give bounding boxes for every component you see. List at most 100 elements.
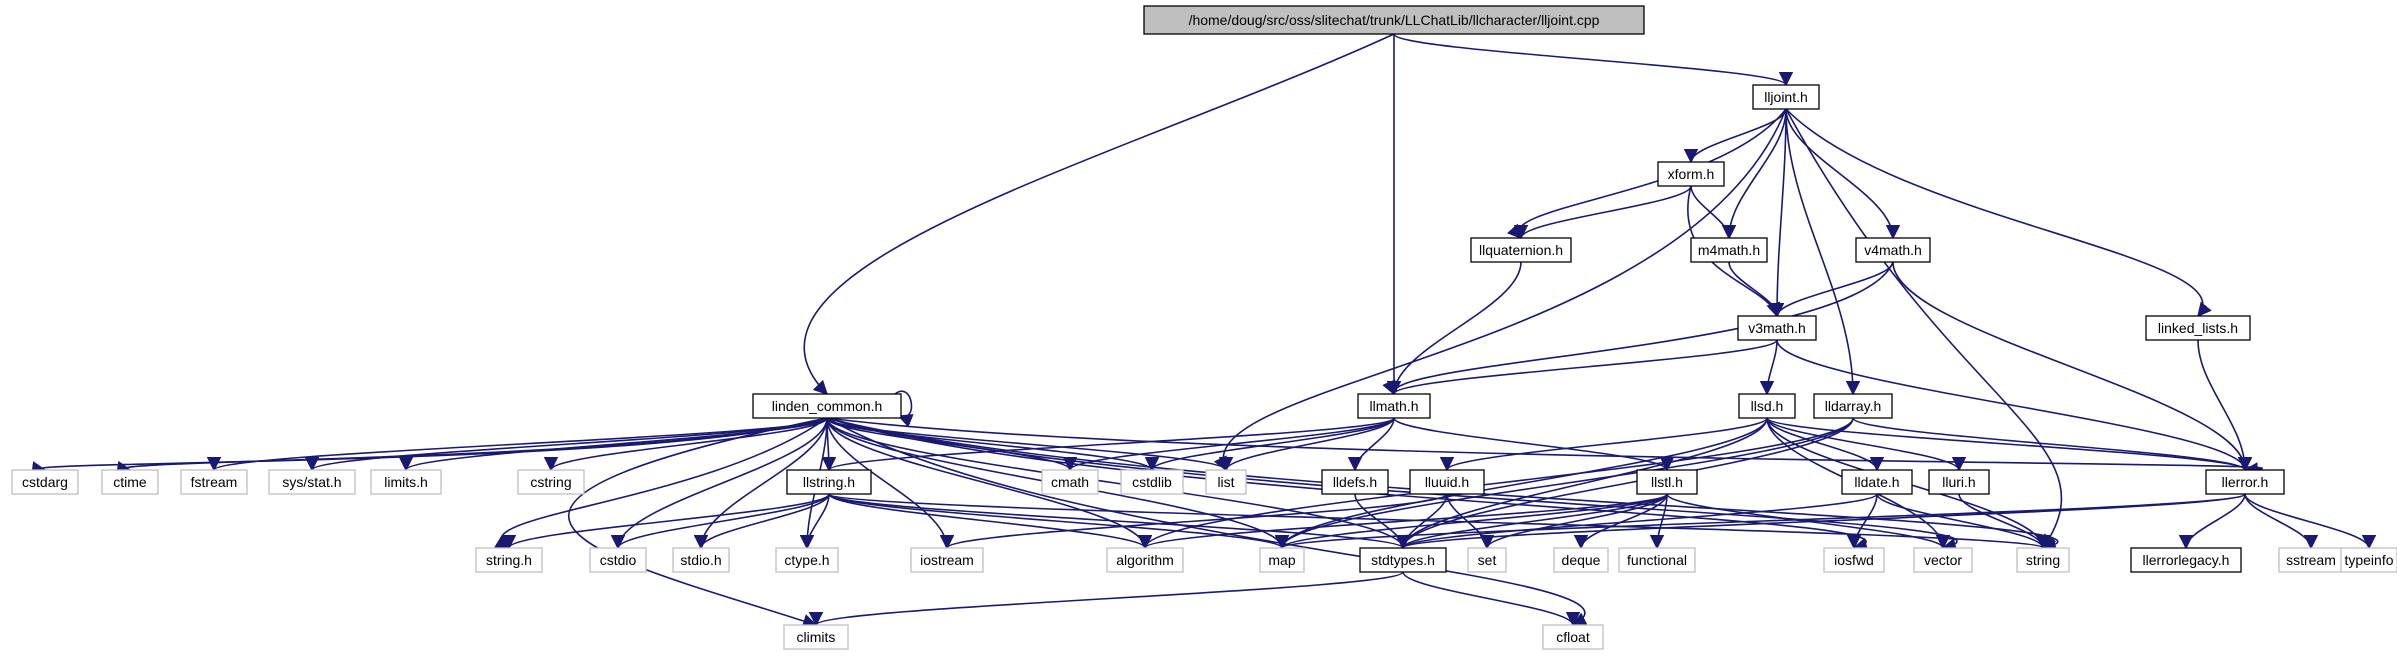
edge-v3math-to-llmath [1387, 339, 1778, 396]
node-box [1928, 469, 1990, 495]
node-box [672, 547, 730, 573]
edge-lljoint-to-xform [1683, 108, 1787, 164]
node-lluuid[interactable]: lluuid.h [1409, 469, 1485, 495]
edge-linden_common-to-cstdio [610, 417, 828, 550]
node-box [783, 624, 849, 650]
node-lluri[interactable]: lluri.h [1928, 469, 1990, 495]
edge-lldarray-to-algorithm [1138, 417, 1854, 550]
edge-lldarray-to-stdtypes [1395, 417, 1854, 550]
node-cstdarg: cstdarg [11, 469, 79, 495]
node-box [11, 469, 79, 495]
edge-llerror-to-map [1275, 493, 2246, 550]
node-box [786, 469, 872, 495]
edge-llerror-to-llerrorlegacy [2178, 493, 2246, 550]
edge-lljoint-to-linked_lists [1785, 108, 2212, 318]
node-v3math[interactable]: v3math.h [1737, 315, 1817, 341]
node-box [268, 469, 356, 495]
node-label: string.h [486, 552, 532, 568]
edge-llmath-to-list [1218, 417, 1395, 472]
node-lldarray[interactable]: lldarray.h [1813, 393, 1893, 419]
node-ctime: ctime [101, 469, 159, 495]
node-box [1737, 315, 1817, 341]
node-label: v4math.h [1864, 242, 1922, 258]
edge-llstl-to-functional [1649, 493, 1668, 550]
node-label: linden_common.h [772, 398, 883, 414]
node-label: v3math.h [1748, 320, 1806, 336]
node-label: ctype.h [784, 552, 829, 568]
node-box [517, 469, 585, 495]
node-llerror[interactable]: llerror.h [2205, 469, 2285, 495]
node-map: map [1259, 547, 1305, 573]
edge-linden_common-to-iostream [826, 417, 955, 550]
edge-llsd-to-map [1274, 417, 1768, 550]
node-llerrorlegacy[interactable]: llerrorlegacy.h [2130, 547, 2242, 573]
node-stdioh: stdio.h [672, 547, 730, 573]
node-linked_lists[interactable]: linked_lists.h [2145, 315, 2251, 341]
node-label: llsd.h [1751, 398, 1784, 414]
node-label: stdtypes.h [1371, 552, 1435, 568]
node-llstring[interactable]: llstring.h [786, 469, 872, 495]
edge-lljoint-to-string [1785, 108, 2063, 550]
node-typeinfo: typeinfo [2340, 547, 2397, 573]
node-iostream: iostream [910, 547, 984, 573]
node-vector: vector [1913, 547, 1973, 573]
node-lljoint[interactable]: lljoint.h [1752, 84, 1820, 110]
edge-lldate-to-stdtypes [1396, 493, 1878, 550]
node-label: /home/doug/src/oss/slitechat/trunk/LLCha… [1189, 12, 1600, 28]
node-box [1409, 469, 1485, 495]
edge-llsd-to-llerror [1766, 417, 2252, 472]
node-stdtypes[interactable]: stdtypes.h [1359, 547, 1447, 573]
edge-linden_common-to-algorithm [826, 417, 1153, 550]
node-llmath[interactable]: llmath.h [1357, 393, 1431, 419]
edge-lldate-to-iosfwd [1846, 493, 1878, 550]
node-box [180, 469, 248, 495]
node-label: map [1268, 552, 1295, 568]
edge-linden_common-to-limits [399, 417, 828, 472]
node-string: string [2016, 547, 2070, 573]
node-label: llerror.h [2222, 474, 2269, 490]
edge-llquaternion-to-llmath [1386, 261, 1522, 396]
node-v4math[interactable]: v4math.h [1855, 237, 1931, 263]
edge-llstl-to-deque [1573, 493, 1668, 550]
node-box [1841, 469, 1913, 495]
node-label: m4math.h [1698, 242, 1760, 258]
edge-linden_common-to-fstream [207, 417, 828, 472]
edge-linden_common-to-stdtypes [826, 417, 1411, 550]
node-box [101, 469, 159, 495]
edge-lljoint-to-m4math [1721, 108, 1787, 240]
edge-llsd-to-stdtypes [1395, 417, 1768, 550]
node-label: deque [1562, 552, 1601, 568]
edge-llstl-to-map [1275, 493, 1668, 550]
node-label: string [2026, 552, 2060, 568]
node-list: list [1205, 469, 1247, 495]
node-lldefs[interactable]: lldefs.h [1321, 469, 1389, 495]
node-lldate[interactable]: lldate.h [1841, 469, 1913, 495]
node-label: llmath.h [1369, 398, 1418, 414]
node-root[interactable]: /home/doug/src/oss/slitechat/trunk/LLCha… [1143, 5, 1645, 35]
node-llquaternion[interactable]: llquaternion.h [1470, 237, 1572, 263]
node-box [1321, 469, 1389, 495]
node-m4math[interactable]: m4math.h [1690, 237, 1768, 263]
edges [31, 33, 2377, 628]
node-llsd[interactable]: llsd.h [1738, 393, 1796, 419]
node-box [2278, 547, 2344, 573]
node-box [1357, 393, 1431, 419]
node-label: llstring.h [803, 474, 855, 490]
node-label: cfloat [1556, 629, 1590, 645]
node-linden_common[interactable]: linden_common.h [752, 393, 902, 419]
node-box [1542, 624, 1604, 650]
edge-llstl-to-stdtypes [1395, 493, 1668, 550]
node-box [775, 547, 839, 573]
edge-linden_common-to-llerror [826, 417, 2263, 477]
edge-llsd-to-lluuid [1440, 417, 1768, 472]
node-label: lluuid.h [1425, 474, 1469, 490]
node-xform[interactable]: xform.h [1657, 161, 1725, 187]
edge-llmath-to-llstring [822, 417, 1395, 472]
edge-llstring-to-string [828, 493, 2050, 550]
edge-lldarray-to-llerror [1852, 417, 2252, 472]
edge-v3math-to-llerror [1776, 339, 2253, 472]
node-llstl[interactable]: llstl.h [1636, 469, 1698, 495]
edge-v4math-to-v3math [1769, 261, 1894, 318]
node-box [1120, 469, 1184, 495]
